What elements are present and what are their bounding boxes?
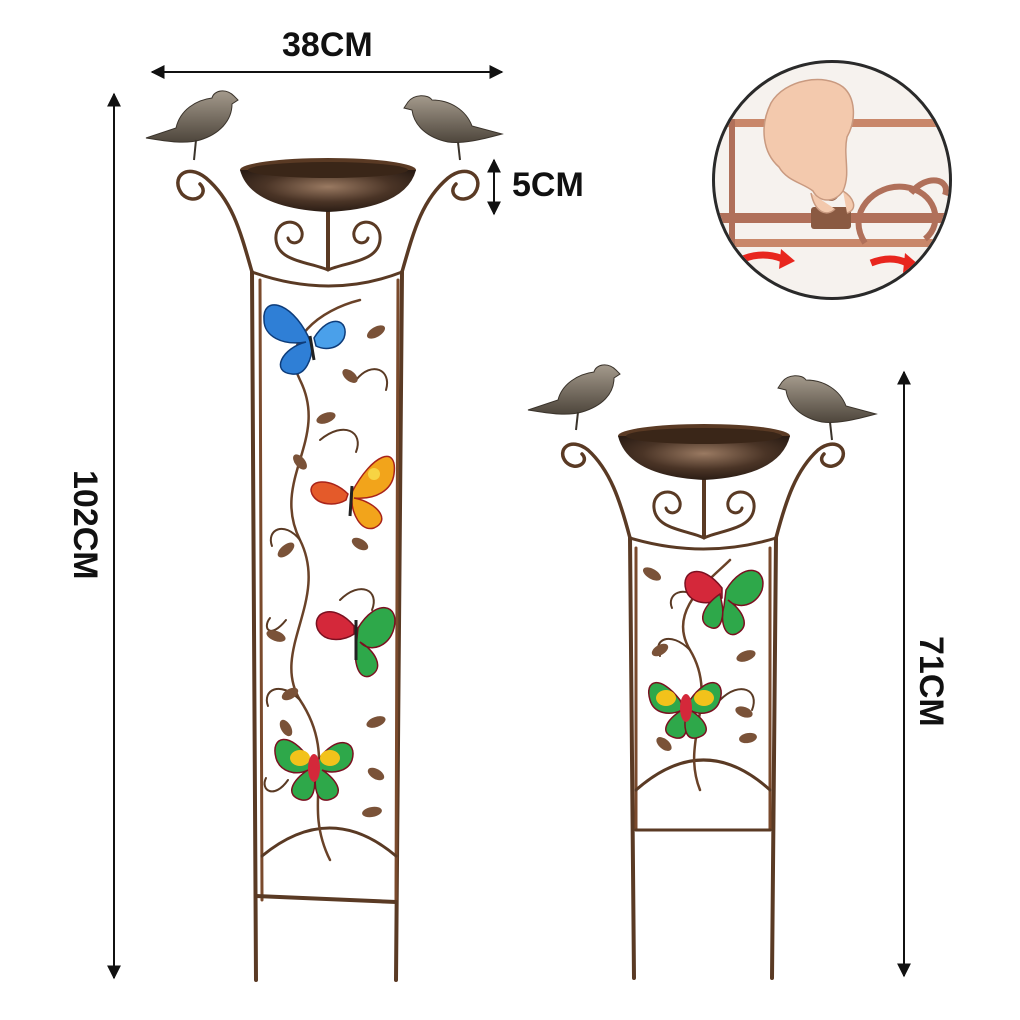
short-bird-right [777, 375, 878, 441]
tall-bird-right [403, 95, 504, 161]
tall-bird-left [145, 90, 239, 161]
tall-butterfly-blue [263, 304, 346, 375]
tall-butterfly-rainbow [274, 738, 354, 801]
tall-bird-bath [176, 169, 480, 982]
tall-butterfly-green-red [315, 607, 396, 678]
tall-butterfly-orange [310, 455, 396, 530]
hand-assembling-icon [715, 78, 949, 273]
bowl-depth-label: 5CM [512, 166, 584, 204]
short-butterfly-green-red [684, 569, 764, 636]
assembly-detail-inset [712, 60, 952, 300]
short-bowl [618, 424, 790, 480]
tall-bowl [240, 158, 416, 212]
short-bird-left [527, 364, 621, 431]
short-butterfly-rainbow [648, 681, 722, 739]
width-label: 38CM [282, 26, 373, 64]
short-bird-bath [560, 442, 846, 980]
